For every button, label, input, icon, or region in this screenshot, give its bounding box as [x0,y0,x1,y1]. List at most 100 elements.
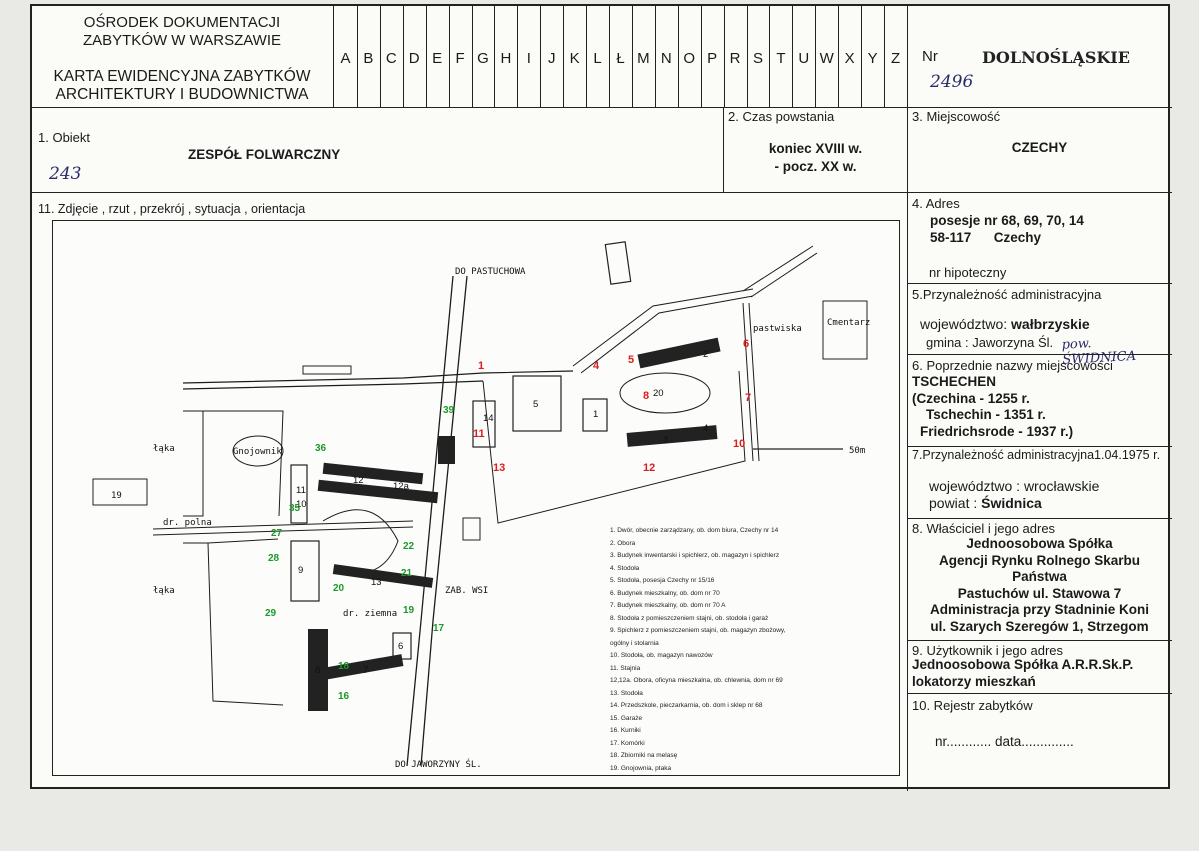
institution-name: OŚRODEK DOKUMENTACJI ZABYTKÓW W WARSZAWI… [32,14,332,50]
class-letter: N [660,50,672,67]
former-name-3: Friedrichsrode - 1937 r.) [920,423,1074,439]
legend-item: 5. Stodoła, posesja Czechy nr 15/16 [610,577,715,584]
field-2-line2: - pocz. XX w. [774,159,857,174]
field-1-handwritten: 243 [49,164,82,184]
svg-text:28: 28 [268,553,280,564]
parcel-label: 19 [111,491,122,501]
svg-text:27: 27 [271,528,283,539]
svg-text:12: 12 [643,462,655,474]
legend-item: 13. Stodoła [610,689,643,697]
svg-text:21: 21 [401,568,413,579]
svg-text:6: 6 [398,641,403,652]
legend-item: 1. Dwór, obecnie zarządzany, ob. dom biu… [610,527,779,534]
class-letter: T [776,50,786,67]
class-letter: C [385,50,397,67]
class-letter: E [432,50,443,67]
laka-label-2: łąka [153,586,175,596]
svg-text:16: 16 [338,691,350,702]
svg-text:10: 10 [733,438,745,450]
field-5-label: 5.Przynależność administracyjna [912,287,1102,302]
legend-item: 4. Stodoła [610,564,640,572]
class-letter: M [637,50,650,67]
laka-label-1: łąka [153,444,175,454]
field-7-values: województwo : wrocławskie powiat : Świdn… [929,478,1099,512]
class-letter: U [798,50,810,67]
voivodeship-value: wałbrzyskie [1011,316,1090,332]
legend-item: 3. Budynek inwentarski i spichlerz, ob. … [610,552,780,559]
owner-line3: Państwa [1012,569,1067,584]
institution-line2: ZABYTKÓW W WARSZAWIE [82,32,282,49]
svg-text:7: 7 [363,665,368,676]
user-line1: Jednoosobowa Spółka A.R.R.Sk.P. [912,657,1134,672]
svg-text:4: 4 [703,423,708,434]
svg-text:1: 1 [593,409,598,420]
legend-item: 15. Garaże [610,714,643,722]
field-9-label: 9. Użytkownik i jego adres [912,643,1064,658]
field-3-value: CZECHY [1011,140,1068,155]
svg-text:35: 35 [289,503,301,514]
class-letter: R [729,50,741,67]
class-letter: W [819,50,834,67]
owner-line5: Administracja przy Stadninie Koni [929,602,1150,617]
svg-text:12a: 12a [393,481,410,492]
legend-item: 14. Przedszkole, pieczarkarnia, ob. dom … [610,702,763,709]
field-2-label: 2. Czas powstania [728,109,835,124]
region-name: DOLNOŚLĄSKIE [982,48,1130,67]
owner-line2: Agencji Rynku Rolnego Skarbu [938,552,1141,568]
class-letter: I [526,50,531,67]
svg-text:1: 1 [478,360,484,372]
field-4-address: posesje nr 68, 69, 70, 14 58-117 Czechy [930,212,1084,246]
cmentarz-label: Cmentarz [827,318,870,328]
svg-text:12: 12 [353,475,364,486]
svg-text:6: 6 [743,338,749,350]
field-6-names: TSCHECHEN (Czechina - 1255 r. Tschechin … [912,374,1073,440]
svg-text:22: 22 [403,541,415,552]
svg-text:13: 13 [371,577,382,588]
road-bottom-label: DO JAWORZYNY ŚL. [395,758,482,770]
class-letter: H [500,50,512,67]
field-3-label: 3. Miejscowość [912,109,1001,124]
svg-text:8: 8 [643,390,649,402]
voivodeship-1975-label: województwo : [929,478,1024,494]
svg-text:11: 11 [296,485,306,496]
field-6-label: 6. Poprzednie nazwy miejscowości [912,358,1113,373]
user-line2: lokatorzy mieszkań [912,673,1036,689]
field-2-value: koniec XVIII w. - pocz. XX w. [723,140,908,176]
class-letter: Y [867,50,878,67]
legend-item: 16. Kurniki [610,727,641,734]
legend-item: 18. Zbiorniki na melasę [610,752,678,759]
svg-text:14: 14 [483,413,494,424]
svg-text:2: 2 [703,349,708,360]
owner-line6: ul. Szarych Szeregów 1, Strzegom [930,618,1149,634]
nr-label: Nr [922,48,938,65]
legend-item: 9. Spichlerz z pomieszczeniem stajni, ob… [610,627,786,634]
field-10-register: nr............ data.............. [935,734,1074,749]
owner-line1: Jednoosobowa Spółka [966,536,1113,551]
legend-item: 2. Obora [610,539,636,547]
field-2-line1: koniec XVIII w. [768,141,863,156]
field-9-user: Jednoosobowa Spółka A.R.R.Sk.P. lokatorz… [912,657,1133,690]
svg-text:13: 13 [493,462,505,474]
legend-item: 10. Stodoła, ob. magazyn nawozów [610,652,713,659]
svg-text:39: 39 [443,405,455,416]
svg-text:3: 3 [663,435,668,446]
legend-item: ogólny i stolarnia [610,639,659,647]
svg-text:18: 18 [338,661,350,672]
class-letter: K [569,50,580,67]
svg-text:4: 4 [593,360,600,372]
dr-ziemna-label: dr. ziemna [343,609,397,619]
class-letter: O [683,50,696,67]
address-line1: posesje nr 68, 69, 70, 14 [930,213,1084,228]
dr-polna-label: dr. polna [163,518,212,528]
class-letter: Z [890,50,901,67]
svg-text:8: 8 [315,665,320,676]
field-4-hipoteczny: nr hipoteczny [929,265,1007,280]
nr-value: 2496 [930,72,974,92]
district-label: powiat : [929,495,982,511]
legend-item: 17. Komórki [610,739,645,747]
svg-text:36: 36 [315,443,327,454]
class-letter: P [707,50,718,67]
former-name: TSCHECHEN [912,374,997,389]
field-8-owner: Jednoosobowa Spółka Agencji Rynku Rolneg… [907,536,1172,635]
legend-item: 6. Budynek mieszkalny, ob. dom nr 70 [610,589,720,597]
